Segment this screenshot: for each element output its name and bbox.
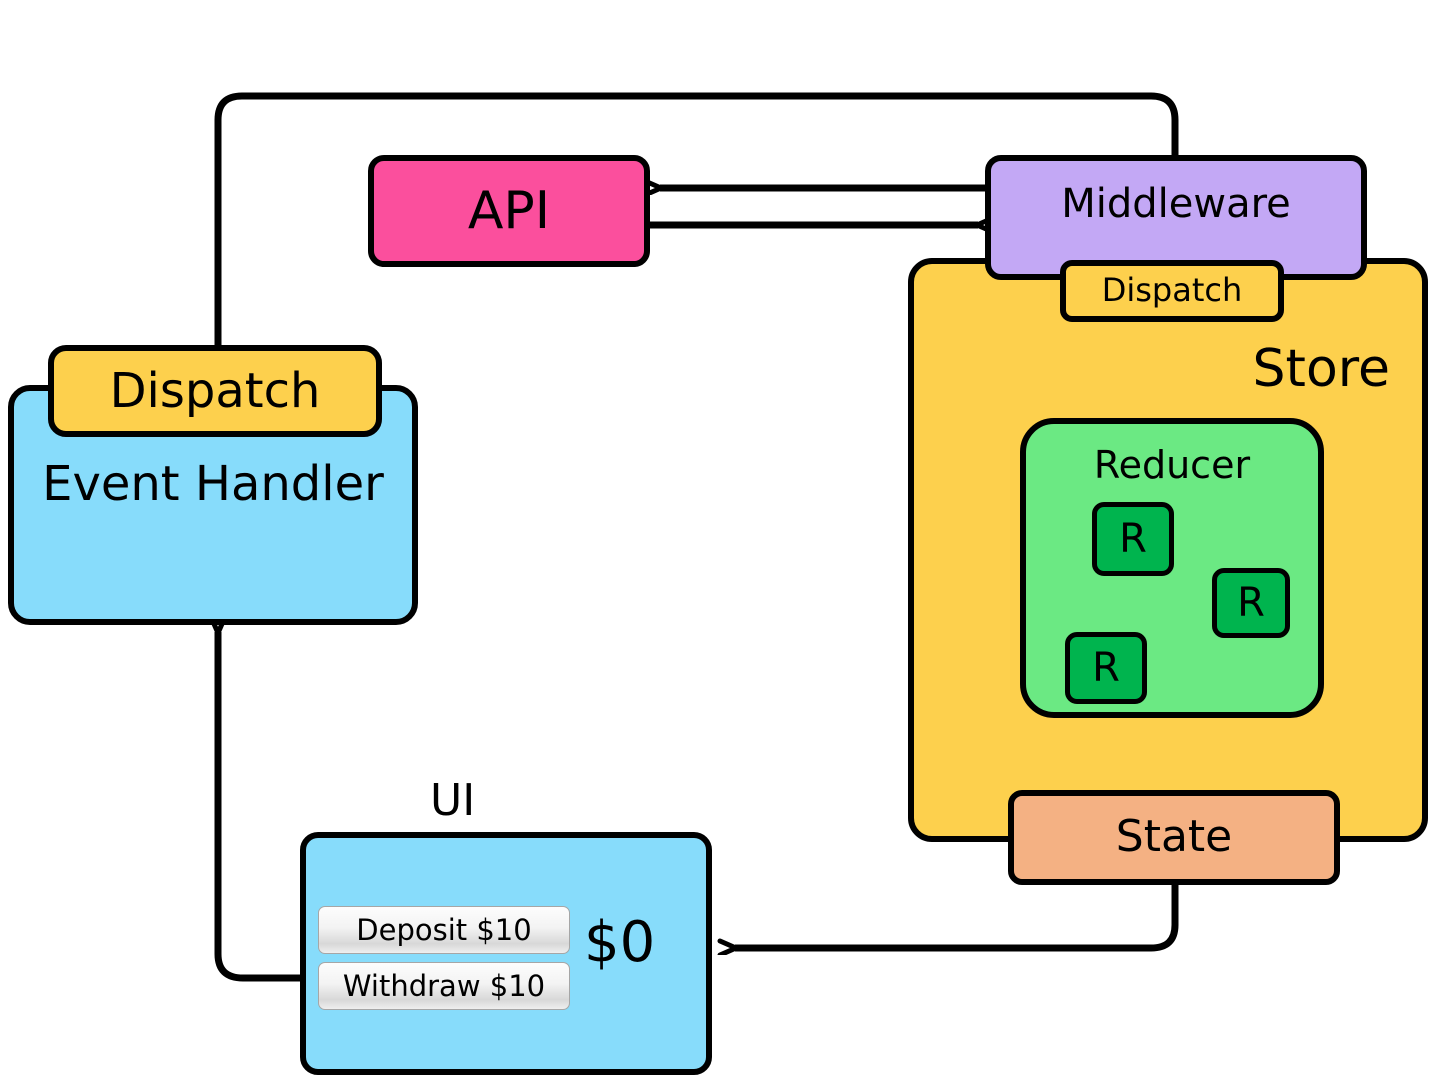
state-node[interactable]: State [1008,790,1340,885]
withdraw-button[interactable]: Withdraw $10 [318,962,570,1010]
reducer-chip-label: R [1092,645,1120,691]
event-handler-label: Event Handler [42,456,384,512]
reducer-chip-label: R [1119,516,1147,562]
deposit-button-label: Deposit $10 [356,912,532,947]
edge-state-to-ui [735,885,1179,948]
reducer-chip[interactable]: R [1065,632,1147,704]
store-label: Store [1252,339,1390,399]
middleware-label: Middleware [1061,181,1291,227]
event-handler-dispatch-badge[interactable]: Dispatch [48,345,382,437]
store-dispatch-label: Dispatch [1101,271,1243,310]
ui-label: UI [430,775,476,826]
reducer-label: Reducer [1093,443,1251,487]
store-dispatch-badge[interactable]: Dispatch [1060,260,1284,322]
balance-amount: $0 [584,910,656,975]
api-label: API [467,180,551,241]
event-handler-dispatch-label: Dispatch [109,362,321,419]
api-node[interactable]: API [368,155,650,267]
withdraw-button-label: Withdraw $10 [342,968,546,1003]
ui-inner: Deposit $10 Withdraw $10 $0 [306,838,706,1069]
reducer-chip[interactable]: R [1212,568,1290,638]
ui-node: Deposit $10 Withdraw $10 $0 [300,832,712,1075]
reducer-chip-label: R [1237,580,1265,626]
reducer-chip[interactable]: R [1092,502,1174,576]
state-label: State [1115,811,1233,863]
deposit-button[interactable]: Deposit $10 [318,906,570,954]
edge-ui-to-event-handler [218,632,300,982]
